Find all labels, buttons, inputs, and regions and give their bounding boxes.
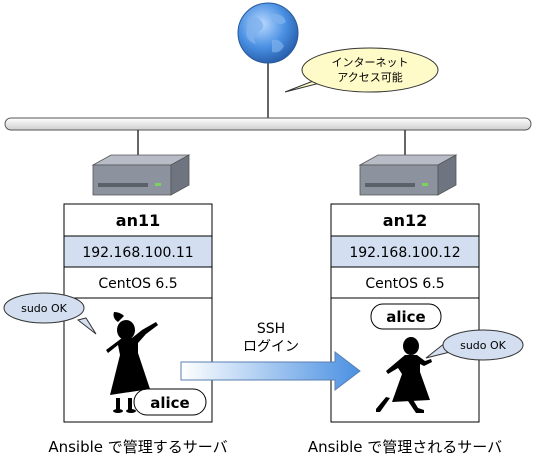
speech-text: sudo OK	[460, 339, 507, 352]
server-an11: an11 192.168.100.11 CentOS 6.5 alice	[63, 203, 213, 423]
server-hostname: an11	[116, 211, 160, 230]
speech-bubble: sudo OK	[425, 329, 524, 361]
alice-silhouette-icon	[376, 337, 432, 413]
server-hostname: an12	[383, 211, 427, 230]
server-caption: Ansible で管理されるサーバ	[308, 438, 502, 456]
globe-icon	[237, 2, 299, 118]
speech-text: sudo OK	[21, 302, 68, 315]
server-icon	[91, 130, 191, 196]
alice-silhouette-icon	[106, 312, 158, 413]
network-bar	[4, 117, 532, 131]
internet-callout-line1: インターネット	[332, 56, 409, 69]
internet-callout-line2: アクセス可能	[337, 70, 402, 84]
server-ip: 192.168.100.12	[349, 245, 460, 261]
ssh-label: SSH	[257, 321, 285, 337]
server-caption: Ansible で管理するサーバ	[48, 438, 227, 456]
login-label: ログイン	[243, 339, 299, 355]
speech-bubble: sudo OK	[3, 292, 97, 335]
server-icon	[358, 130, 458, 196]
user-badge: alice	[150, 394, 189, 412]
internet-callout: インターネット アクセス可能	[284, 47, 439, 93]
server-os: CentOS 6.5	[98, 276, 177, 292]
ssh-login-arrow: SSH ログイン	[180, 321, 361, 392]
server-os: CentOS 6.5	[365, 276, 444, 292]
user-badge: alice	[386, 308, 425, 326]
server-ip: 192.168.100.11	[82, 245, 193, 261]
